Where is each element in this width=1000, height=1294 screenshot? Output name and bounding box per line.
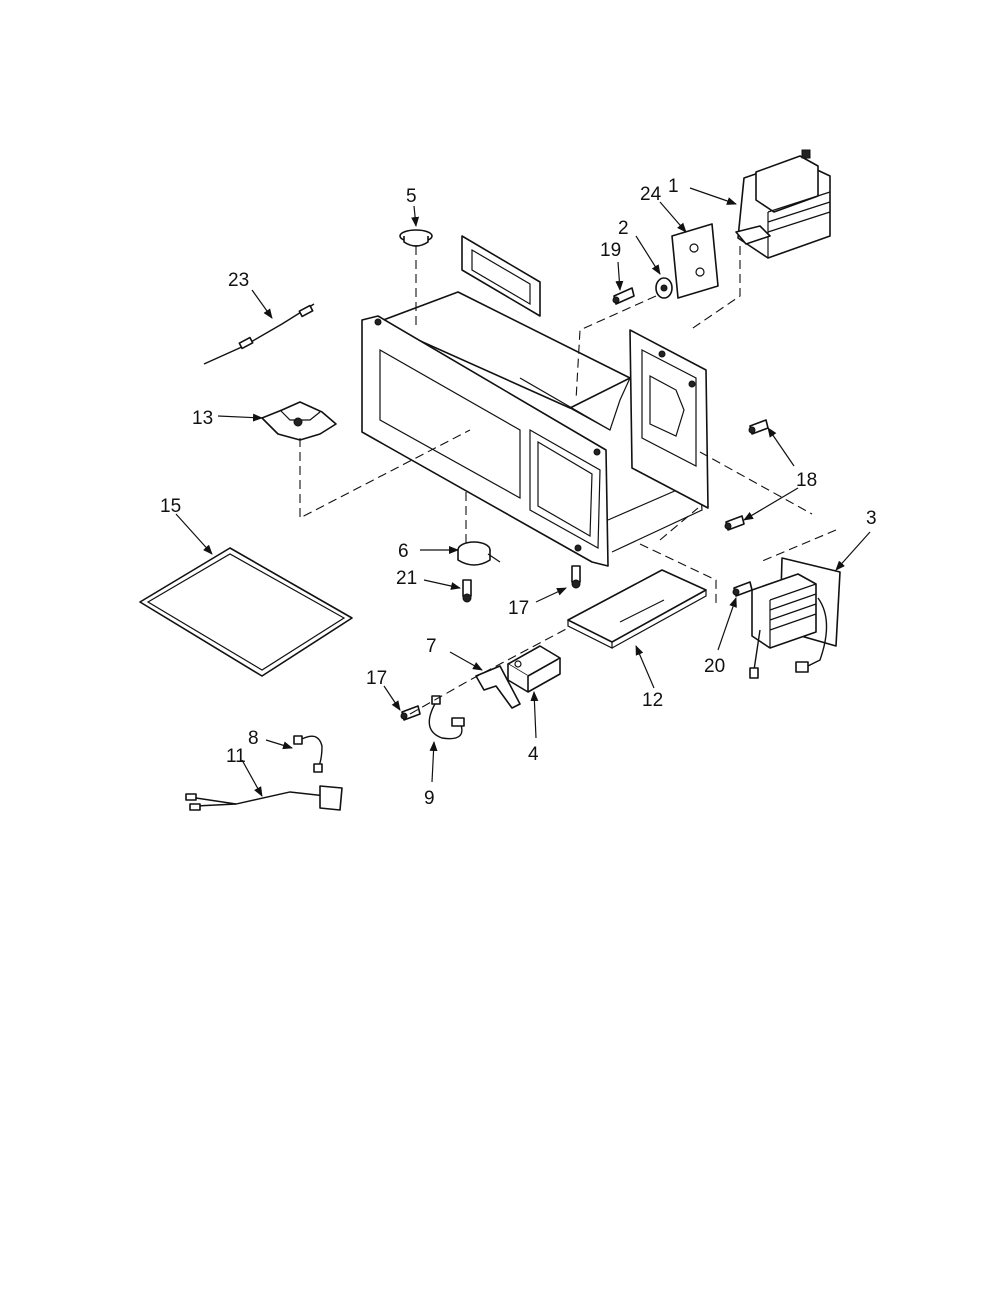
drive-motor: [457, 541, 501, 566]
callout-20: 20: [704, 656, 725, 677]
callout-17-upper: 17: [508, 598, 529, 619]
callout-15: 15: [160, 496, 181, 517]
hv-transformer: [749, 557, 841, 679]
callout-12: 12: [642, 690, 663, 711]
capacitor: [507, 645, 561, 693]
callout-18: 18: [796, 470, 817, 491]
callout-21: 21: [396, 568, 417, 589]
wire-8: [293, 735, 323, 773]
callout-17-lower: 17: [366, 668, 387, 689]
callout-9: 9: [424, 788, 435, 809]
screws-18: [724, 419, 769, 531]
callout-6: 6: [398, 541, 409, 562]
thermostat: [399, 229, 433, 247]
callout-11: 11: [226, 746, 246, 767]
callout-4: 4: [528, 744, 539, 765]
mounting-bracket: [671, 223, 719, 299]
wire-harness-23: [203, 303, 315, 365]
switch-component: [655, 277, 673, 299]
screw-19: [612, 287, 635, 305]
callout-3: 3: [866, 508, 877, 529]
callout-labels: 1 24 2 19 5 23 13 15 6 21 17 18 3 20 12 …: [160, 176, 877, 809]
callout-1: 1: [668, 176, 679, 197]
callout-23: 23: [228, 270, 249, 291]
callout-5: 5: [406, 186, 417, 207]
leader-arrows: [175, 187, 871, 797]
magnetron-transformer: [735, 149, 831, 259]
glass-panel: [139, 547, 353, 677]
stirrer-blade: [261, 401, 337, 441]
callout-7: 7: [426, 636, 437, 657]
callout-2: 2: [618, 218, 629, 239]
screw-21: [462, 579, 472, 603]
screw-17-upper: [571, 565, 581, 589]
callout-24: 24: [640, 184, 662, 205]
chassis-frame: [361, 235, 703, 567]
side-panel: [629, 329, 709, 509]
wire-harness-11: [185, 785, 343, 811]
diode-wire: [428, 695, 465, 740]
assembly-lines: [299, 246, 837, 715]
screw-17-lower: [400, 705, 421, 721]
callout-19: 19: [600, 240, 621, 261]
capacitor-bracket: [475, 665, 521, 709]
screw-20: [732, 581, 753, 597]
base-plate: [567, 569, 707, 649]
callout-13: 13: [192, 408, 213, 429]
callout-8: 8: [248, 728, 259, 749]
